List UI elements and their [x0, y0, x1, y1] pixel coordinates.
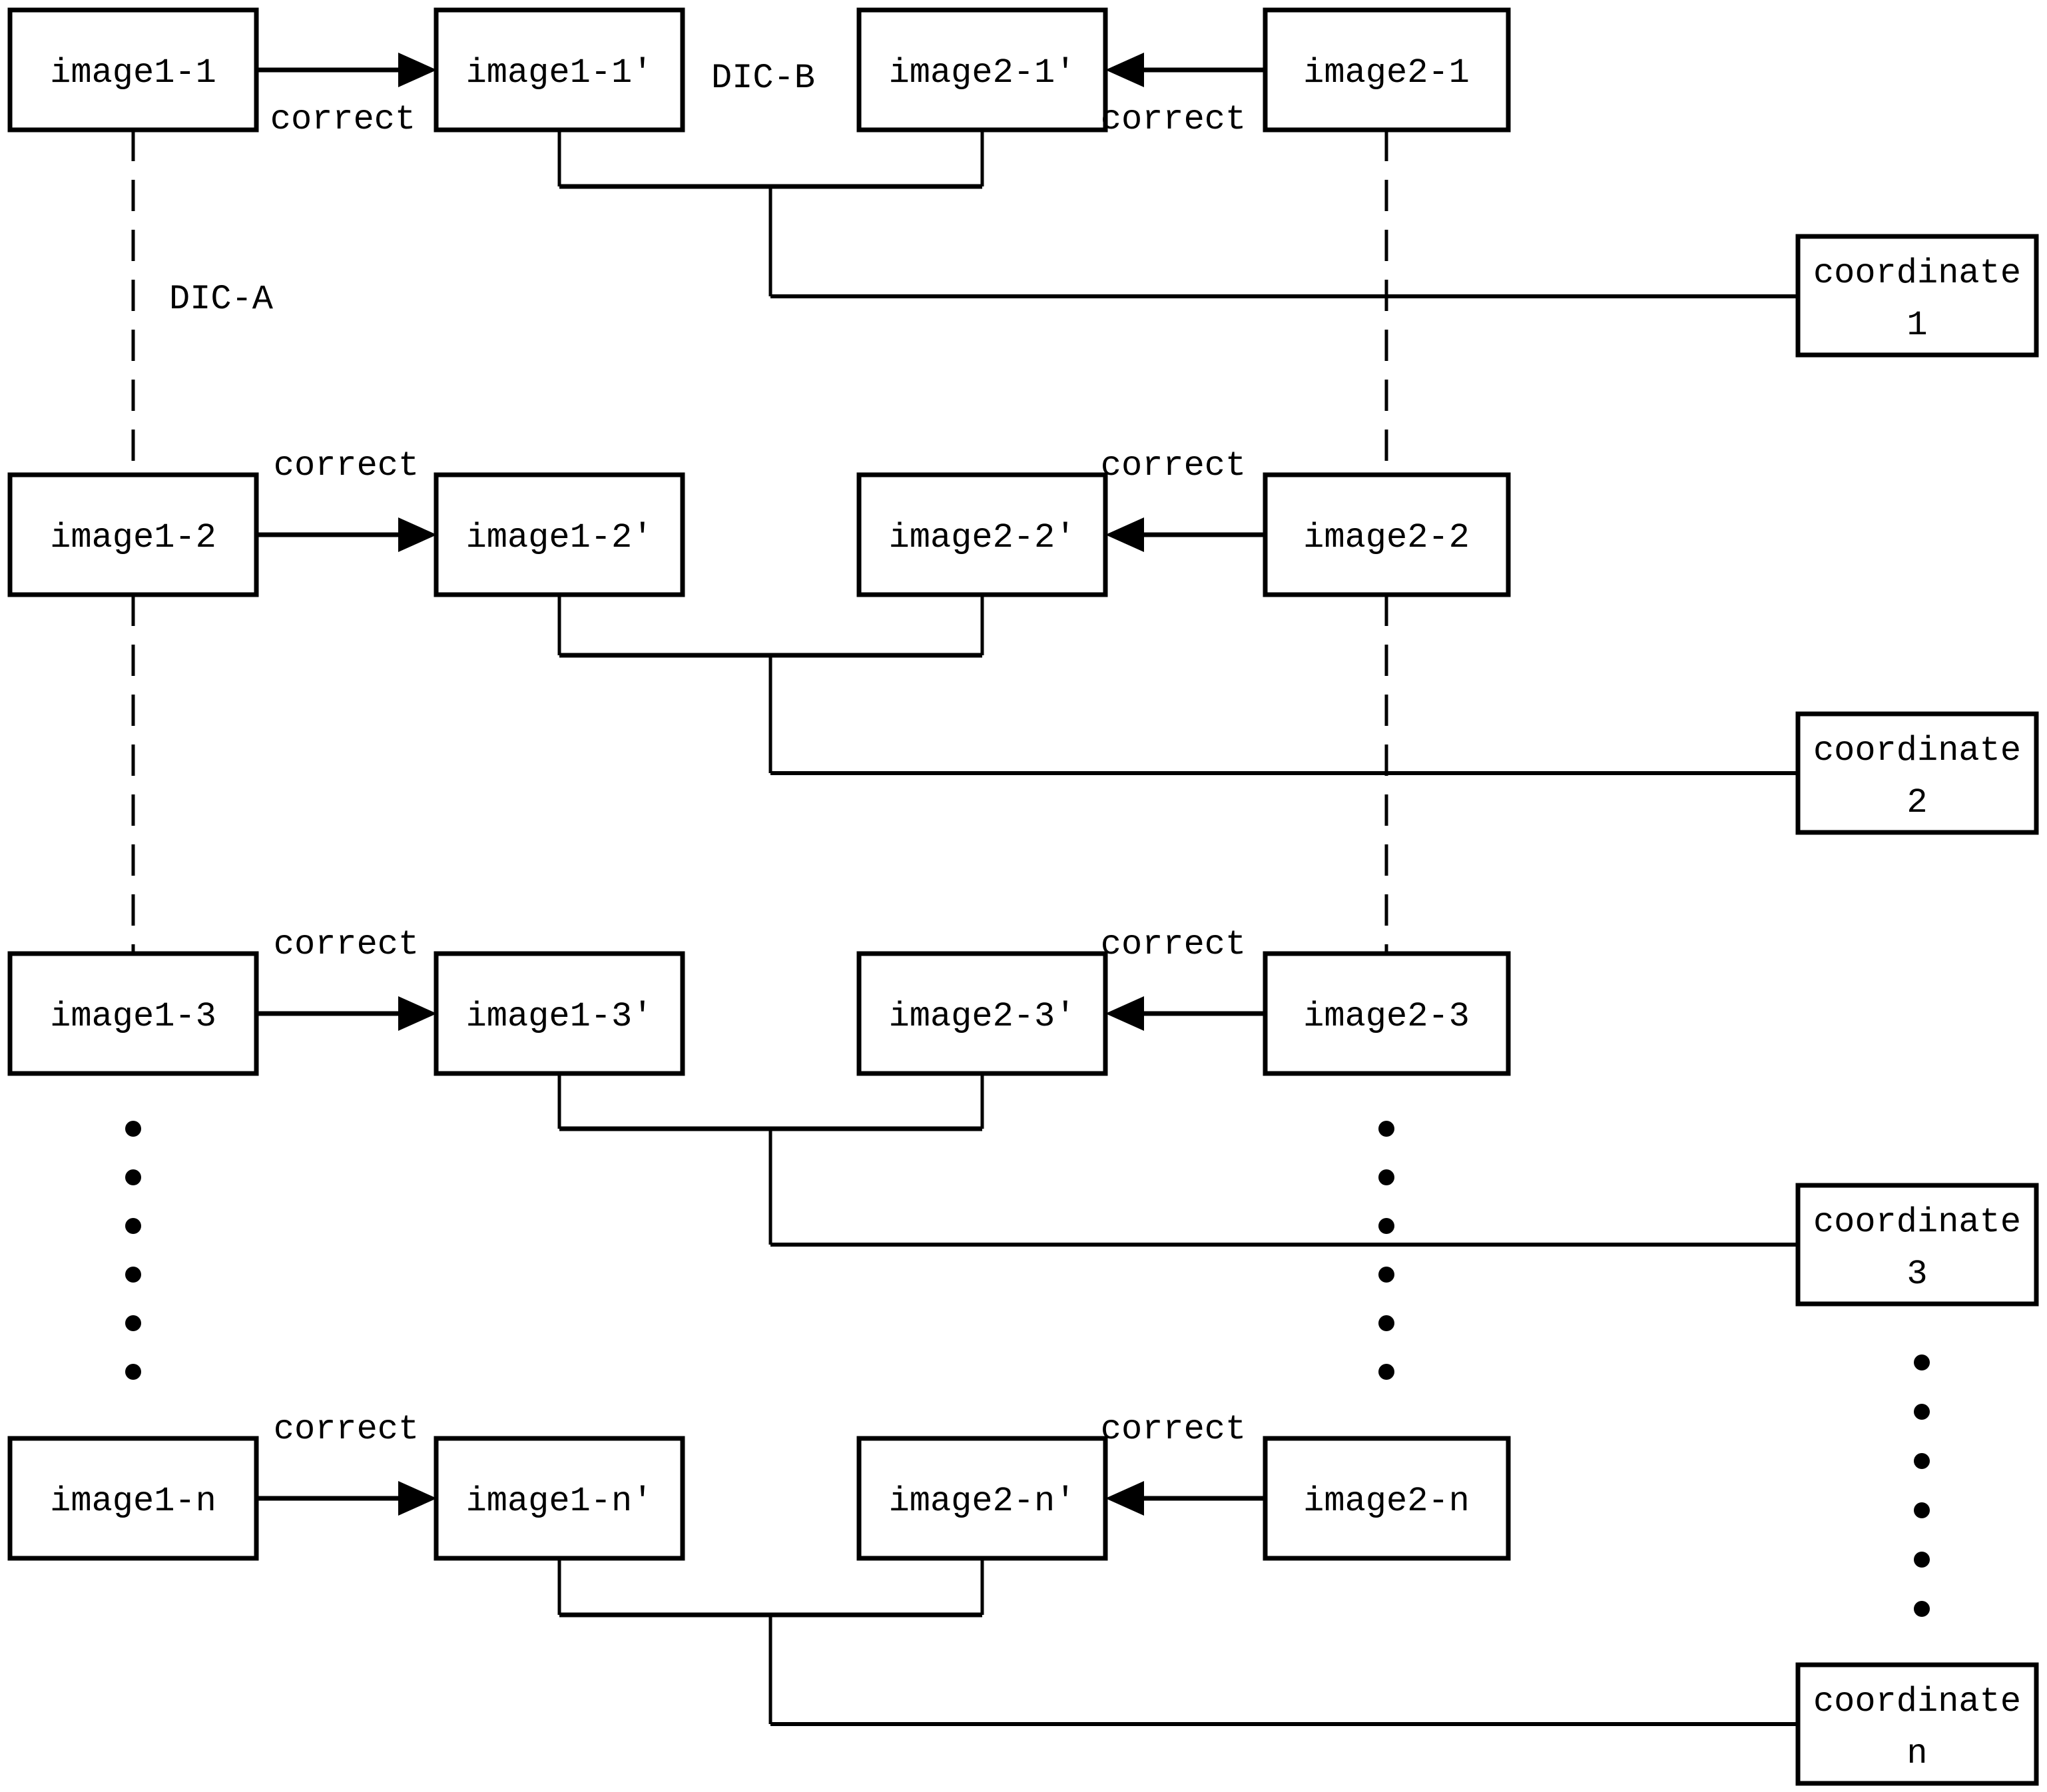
box-image2-1-corrected-label: image2-1′	[889, 53, 1076, 93]
ellipsis-dots-right	[1378, 1121, 1394, 1380]
box-image1-3-label: image1-3	[50, 997, 216, 1036]
box-image1-1-corrected-label: image1-1′	[466, 53, 653, 93]
arrowhead-left-icon	[1105, 517, 1144, 552]
correct-label-left-row-n: correct	[274, 1410, 419, 1449]
box-image1-3-corrected-label: image1-3′	[466, 997, 653, 1036]
dot	[125, 1267, 141, 1283]
box-image1-1-corrected	[434, 7, 685, 133]
arrowhead-right-icon	[398, 517, 437, 552]
dot	[125, 1121, 141, 1137]
correct-label-right-row1: correct	[1101, 100, 1246, 139]
box-image2-3-corrected-label: image2-3′	[889, 997, 1076, 1036]
dic-b-label: DIC-B	[711, 59, 815, 98]
ellipsis-dots-left	[125, 1121, 141, 1380]
dot	[1914, 1552, 1930, 1568]
coordinate-3-index: 3	[1906, 1255, 1927, 1294]
coordinate-2-box	[1795, 711, 2039, 835]
dot	[1914, 1453, 1930, 1469]
dot	[1378, 1121, 1394, 1137]
row-n: image1-n correct image1-n′ image2-n′ cor…	[7, 1410, 2039, 1786]
dot	[125, 1218, 141, 1234]
box-image2-2-corrected-label: image2-2′	[889, 518, 1076, 557]
coordinate-1-index: 1	[1906, 306, 1927, 345]
arrowhead-right-icon	[398, 53, 437, 87]
box-image2-2-corrected	[856, 472, 1108, 597]
dot	[1914, 1601, 1930, 1617]
dot	[1914, 1502, 1930, 1518]
box-image1-3-corrected	[434, 951, 685, 1076]
box-image1-3	[7, 951, 259, 1076]
box-image1-1-label: image1-1	[50, 53, 216, 93]
box-image2-3-label: image2-3	[1303, 997, 1470, 1036]
dot	[125, 1169, 141, 1185]
row-2: image1-2 correct image1-2′ image2-2′ cor…	[7, 446, 2039, 835]
coordinate-n-index: n	[1906, 1734, 1927, 1773]
correct-label-right-row2: correct	[1101, 446, 1246, 485]
ellipsis-dots-coordinates	[1914, 1354, 1930, 1617]
dot	[1378, 1169, 1394, 1185]
coordinate-n-word: coordinate	[1813, 1682, 2021, 1721]
coordinate-3-word: coordinate	[1813, 1203, 2021, 1242]
box-image2-3-corrected	[856, 951, 1108, 1076]
dot	[125, 1315, 141, 1331]
dot	[125, 1364, 141, 1380]
coordinate-3-box	[1795, 1183, 2039, 1307]
dot	[1914, 1354, 1930, 1370]
box-image2-n	[1263, 1436, 1511, 1561]
arrowhead-right-icon	[398, 996, 437, 1031]
box-image2-2-label: image2-2	[1303, 518, 1470, 557]
arrowhead-left-icon	[1105, 53, 1144, 87]
correct-label-left-row1: correct	[270, 100, 416, 139]
box-image1-n-label: image1-n	[50, 1482, 216, 1521]
dot	[1914, 1404, 1930, 1420]
correct-label-left-row3: correct	[274, 925, 419, 964]
dot	[1378, 1315, 1394, 1331]
arrowhead-right-icon	[398, 1481, 437, 1516]
dot	[1378, 1364, 1394, 1380]
row-1: image1-1 correct image1-1′ DIC-B image2-…	[7, 7, 2039, 358]
box-image1-n	[7, 1436, 259, 1561]
box-image2-n-corrected	[856, 1436, 1108, 1561]
correct-label-right-row3: correct	[1101, 925, 1246, 964]
box-image2-1-label: image2-1	[1303, 53, 1470, 93]
correct-label-right-row-n: correct	[1101, 1410, 1246, 1449]
coordinate-2-index: 2	[1906, 783, 1927, 822]
box-image1-n-corrected-label: image1-n′	[466, 1482, 653, 1521]
coordinate-2-word: coordinate	[1813, 731, 2021, 770]
box-image1-1	[7, 7, 259, 133]
coordinate-1-box	[1795, 234, 2039, 358]
box-image1-2-corrected	[434, 472, 685, 597]
row-3: image1-3 correct image1-3′ image2-3′ cor…	[7, 925, 2039, 1307]
box-image2-2	[1263, 472, 1511, 597]
box-image2-3	[1263, 951, 1511, 1076]
box-image1-2-label: image1-2	[50, 518, 216, 557]
coordinate-n-box	[1795, 1662, 2039, 1786]
box-image2-1	[1263, 7, 1511, 133]
coordinate-1-word: coordinate	[1813, 254, 2021, 293]
box-image2-n-corrected-label: image2-n′	[889, 1482, 1076, 1521]
box-image2-n-label: image2-n	[1303, 1482, 1470, 1521]
dic-a-label: DIC-A	[169, 280, 274, 319]
arrowhead-left-icon	[1105, 996, 1144, 1031]
arrowhead-left-icon	[1105, 1481, 1144, 1516]
box-image1-2-corrected-label: image1-2′	[466, 518, 653, 557]
dot	[1378, 1218, 1394, 1234]
correct-label-left-row2: correct	[274, 446, 419, 485]
dot	[1378, 1267, 1394, 1283]
